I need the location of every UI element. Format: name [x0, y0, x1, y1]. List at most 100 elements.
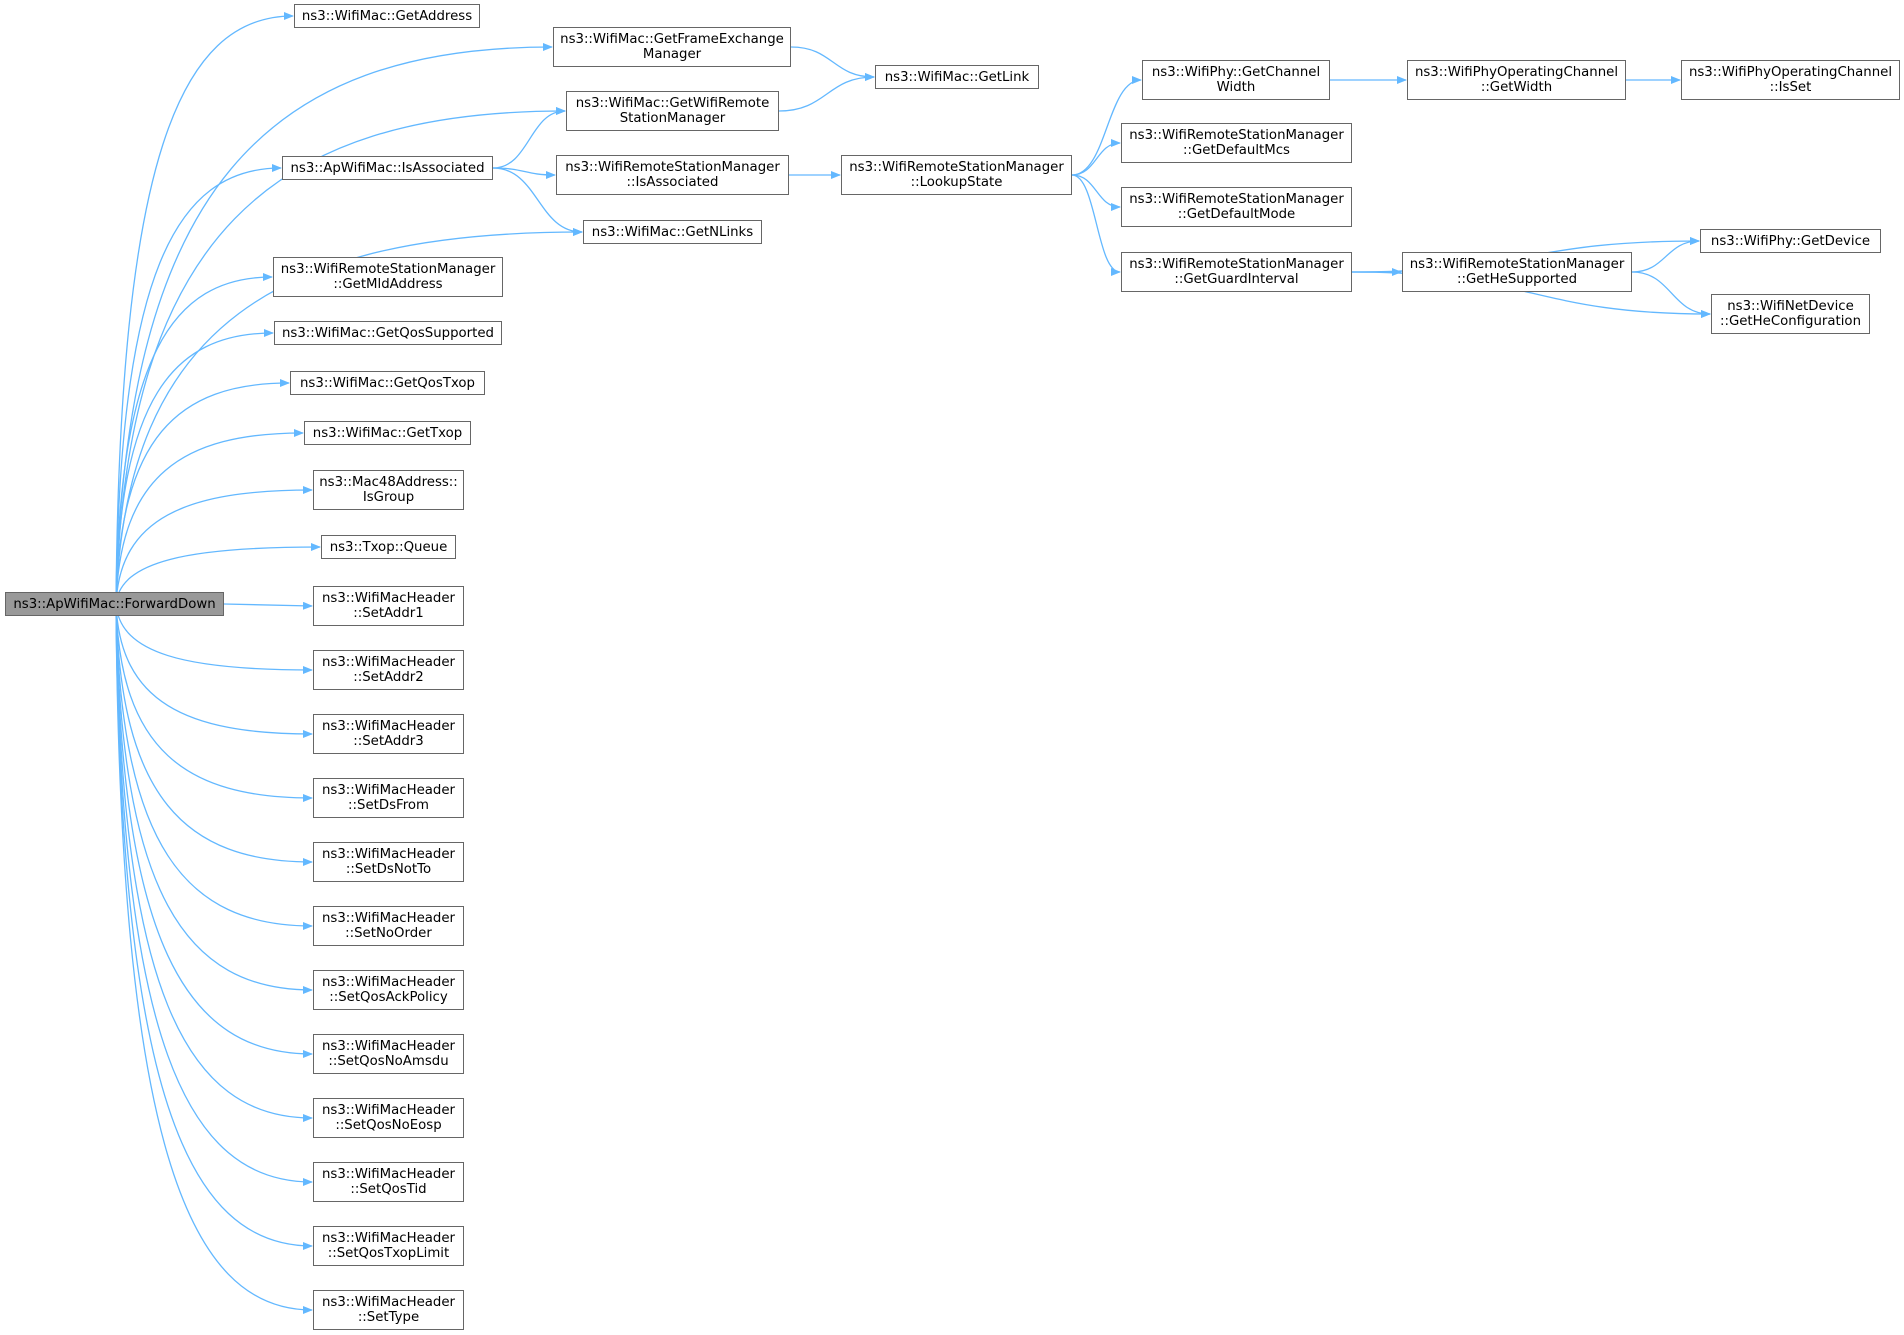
node-get-he-supported[interactable]: ns3::WifiRemoteStationManager::GetHeSupp…	[1402, 252, 1632, 292]
node-label: ::SetQosNoEosp	[335, 1118, 442, 1133]
node-label: ns3::WifiPhy::GetDevice	[1710, 233, 1871, 249]
node-label: ns3::ApWifiMac::ForwardDown	[13, 596, 216, 612]
edge-fwd-to-ackpol	[115, 603, 313, 994]
node-operating-channel-get-width[interactable]: ns3::WifiPhyOperatingChannel::GetWidth	[1407, 60, 1626, 100]
node-label: ns3::WifiRemoteStationManager	[565, 160, 780, 175]
edge-getwrsm-to-getlink	[778, 73, 875, 112]
node-label: ::SetDsNotTo	[345, 862, 432, 877]
edge-fwd-to-tid	[115, 603, 313, 1186]
node-label: ns3::WifiMacHeader	[321, 783, 456, 798]
node-get-device[interactable]: ns3::WifiPhy::GetDevice	[1700, 229, 1881, 253]
node-label: ::SetQosNoAmsdu	[328, 1054, 449, 1069]
node-set-type[interactable]: ns3::WifiMacHeader::SetType	[313, 1290, 464, 1330]
node-label: ns3::WifiRemoteStationManager	[1129, 128, 1344, 143]
node-set-qos-ack-policy[interactable]: ns3::WifiMacHeader::SetQosAckPolicy	[313, 970, 464, 1010]
node-get-mld-address[interactable]: ns3::WifiRemoteStationManager::GetMldAdd…	[273, 257, 503, 297]
node-get-qos-supported[interactable]: ns3::WifiMac::GetQosSupported	[274, 321, 502, 345]
node-label: ns3::WifiMacHeader	[321, 1167, 456, 1182]
edge-fwd-to-getwrsm	[115, 107, 566, 605]
node-get-link[interactable]: ns3::WifiMac::GetLink	[875, 65, 1039, 89]
edge-fwd-to-txop	[115, 429, 304, 605]
node-label: ns3::WifiMac::GetTxop	[312, 425, 463, 441]
node-label: ::IsSet	[1769, 80, 1812, 95]
node-label: ns3::WifiMacHeader	[321, 1103, 456, 1118]
node-label: StationManager	[619, 111, 726, 126]
node-label: ::SetQosTxopLimit	[327, 1246, 450, 1261]
node-label: ns3::WifiMacHeader	[321, 847, 456, 862]
node-label: ns3::WifiMac::GetQosSupported	[281, 325, 494, 341]
edge-fwd-to-getfem	[115, 43, 553, 605]
edge-fwd-to-dsnotto	[115, 603, 313, 866]
node-set-addr1[interactable]: ns3::WifiMacHeader::SetAddr1	[313, 586, 464, 626]
edge-fwd-to-addr1	[223, 601, 313, 610]
node-label: ns3::WifiMacHeader	[321, 1295, 456, 1310]
node-label: ::SetNoOrder	[345, 926, 432, 941]
node-label: ns3::WifiMac::GetWifiRemote	[575, 96, 770, 111]
node-set-qos-no-eosp[interactable]: ns3::WifiMacHeader::SetQosNoEosp	[313, 1098, 464, 1138]
node-label: ::IsAssociated	[626, 175, 719, 190]
node-label: ::GetMldAddress	[333, 277, 443, 292]
node-label: IsGroup	[362, 490, 415, 505]
node-label: ns3::WifiPhyOperatingChannel	[1414, 65, 1619, 80]
edge-fwd-to-queue	[115, 543, 321, 605]
node-set-qos-no-amsdu[interactable]: ns3::WifiMacHeader::SetQosNoAmsdu	[313, 1034, 464, 1074]
node-label: ns3::WifiMacHeader	[321, 1039, 456, 1054]
node-set-qos-txop-limit[interactable]: ns3::WifiMacHeader::SetQosTxopLimit	[313, 1226, 464, 1266]
node-label: Width	[1216, 80, 1256, 95]
edge-lookup-to-chwidth	[1071, 76, 1142, 176]
edge-fwd-to-qostxop	[115, 379, 290, 605]
edge-fwd-to-getaddress	[115, 12, 294, 605]
node-ap-is-associated[interactable]: ns3::ApWifiMac::IsAssociated	[282, 156, 493, 180]
node-label: ns3::Mac48Address::	[319, 475, 458, 490]
node-label: ns3::WifiMac::GetQosTxop	[300, 375, 475, 391]
node-get-he-configuration[interactable]: ns3::WifiNetDevice::GetHeConfiguration	[1711, 294, 1870, 334]
node-get-txop[interactable]: ns3::WifiMac::GetTxop	[304, 421, 471, 445]
node-is-group[interactable]: ns3::Mac48Address::IsGroup	[313, 470, 464, 510]
node-label: ::GetDefaultMcs	[1183, 143, 1290, 158]
node-label: ns3::WifiRemoteStationManager	[280, 262, 496, 277]
node-set-qos-tid[interactable]: ns3::WifiMacHeader::SetQosTid	[313, 1162, 464, 1202]
edge-fwd-to-addr3	[115, 603, 313, 738]
edge-isassoc_ap-to-getwrsm	[492, 107, 566, 169]
node-label: ns3::WifiMacHeader	[321, 655, 456, 670]
edge-lookup-to-defmode	[1071, 174, 1121, 211]
node-get-n-links[interactable]: ns3::WifiMac::GetNLinks	[583, 220, 762, 244]
node-label: ns3::WifiMac::GetFrameExchange	[560, 32, 784, 47]
node-rsm-is-associated[interactable]: ns3::WifiRemoteStationManager::IsAssocia…	[556, 155, 789, 195]
node-get-guard-interval[interactable]: ns3::WifiRemoteStationManager::GetGuardI…	[1121, 252, 1352, 292]
node-label: ::SetAddr2	[353, 670, 424, 685]
node-set-addr3[interactable]: ns3::WifiMacHeader::SetAddr3	[313, 714, 464, 754]
node-get-default-mcs[interactable]: ns3::WifiRemoteStationManager::GetDefaul…	[1121, 123, 1352, 163]
node-label: ns3::WifiMac::GetNLinks	[591, 224, 754, 240]
node-label: ns3::WifiRemoteStationManager	[849, 160, 1064, 175]
node-set-ds-not-to[interactable]: ns3::WifiMacHeader::SetDsNotTo	[313, 842, 464, 882]
node-lookup-state[interactable]: ns3::WifiRemoteStationManager::LookupSta…	[841, 155, 1072, 195]
edge-fwd-to-noamsdu	[115, 603, 313, 1058]
node-set-no-order[interactable]: ns3::WifiMacHeader::SetNoOrder	[313, 906, 464, 946]
edge-fwd-to-getnlinks	[115, 228, 583, 605]
node-forward-down: ns3::ApWifiMac::ForwardDown	[5, 592, 224, 616]
node-get-address[interactable]: ns3::WifiMac::GetAddress	[294, 4, 480, 28]
node-operating-channel-is-set[interactable]: ns3::WifiPhyOperatingChannel::IsSet	[1681, 60, 1900, 100]
edge-fwd-to-noeosp	[115, 603, 313, 1122]
node-label: ::GetGuardInterval	[1174, 272, 1299, 287]
node-txop-queue[interactable]: ns3::Txop::Queue	[321, 535, 456, 559]
edge-fwd-to-isgroup	[115, 486, 313, 605]
node-get-default-mode[interactable]: ns3::WifiRemoteStationManager::GetDefaul…	[1121, 187, 1352, 227]
node-get-qos-txop[interactable]: ns3::WifiMac::GetQosTxop	[290, 371, 485, 395]
edge-hesup-to-heconf	[1631, 271, 1711, 318]
node-label: ns3::ApWifiMac::IsAssociated	[290, 160, 485, 176]
edge-fwd-to-noorder	[115, 603, 313, 930]
edge-isassoc_ap-to-getnlinks	[492, 167, 583, 236]
node-label: ns3::WifiMacHeader	[321, 1231, 456, 1246]
node-set-ds-from[interactable]: ns3::WifiMacHeader::SetDsFrom	[313, 778, 464, 818]
node-label: ns3::WifiMac::GetAddress	[301, 8, 473, 24]
node-label: Manager	[642, 47, 702, 62]
node-label: ::GetHeConfiguration	[1719, 314, 1861, 329]
node-set-addr2[interactable]: ns3::WifiMacHeader::SetAddr2	[313, 650, 464, 690]
node-label: ::GetWidth	[1480, 80, 1553, 95]
